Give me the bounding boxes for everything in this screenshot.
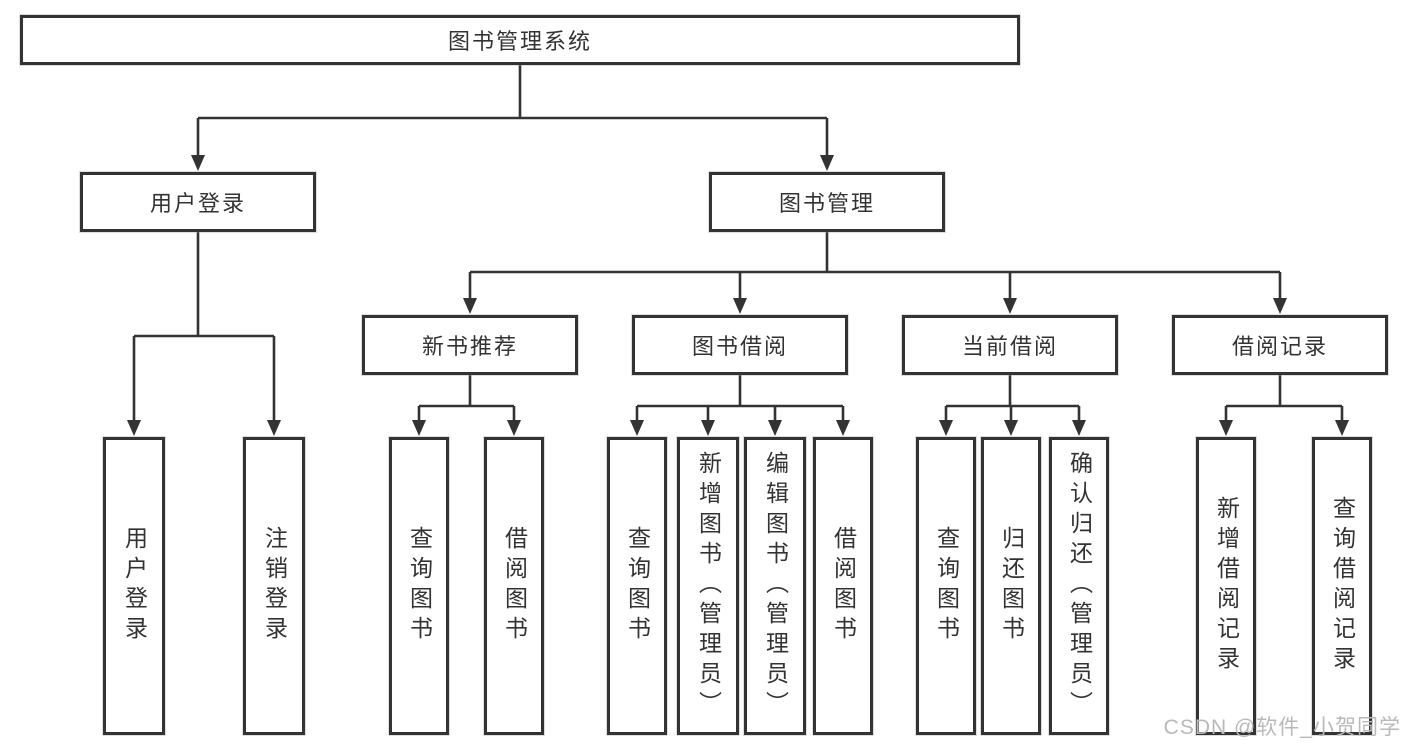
- branch-node-user-login: 用户登录: [80, 172, 316, 232]
- group-node-borrow-records: 借阅记录: [1172, 315, 1388, 375]
- group-node-current-borrowing: 当前借阅: [902, 315, 1118, 375]
- leaf-node-borrow-books-recommend: 借阅图书: [484, 437, 544, 735]
- leaf-node-add-books-admin: 新增图书（管理员）: [677, 437, 739, 735]
- branch-node-book-management: 图书管理: [709, 172, 945, 232]
- leaf-node-query-books-recommend: 查询图书: [389, 437, 449, 735]
- root-node-library-system: 图书管理系统: [20, 15, 1020, 65]
- leaf-node-query-books-current: 查询图书: [916, 437, 976, 735]
- leaf-node-query-borrow-record: 查询借阅记录: [1312, 437, 1372, 735]
- group-node-new-book-recommend: 新书推荐: [362, 315, 578, 375]
- csdn-watermark: CSDN @软件_小贺同学: [1163, 716, 1401, 739]
- leaf-node-query-books-borrowing: 查询图书: [607, 437, 667, 735]
- leaf-node-edit-books-admin: 编辑图书（管理员）: [744, 437, 806, 735]
- leaf-node-return-books: 归还图书: [981, 437, 1041, 735]
- leaf-node-user-login: 用户登录: [103, 437, 165, 735]
- group-node-book-borrowing: 图书借阅: [632, 315, 848, 375]
- leaf-node-confirm-return-admin: 确认归还（管理员）: [1049, 437, 1109, 735]
- leaf-node-add-borrow-record: 新增借阅记录: [1196, 437, 1256, 735]
- leaf-node-logout: 注销登录: [243, 437, 305, 735]
- leaf-node-borrow-books-borrowing: 借阅图书: [813, 437, 873, 735]
